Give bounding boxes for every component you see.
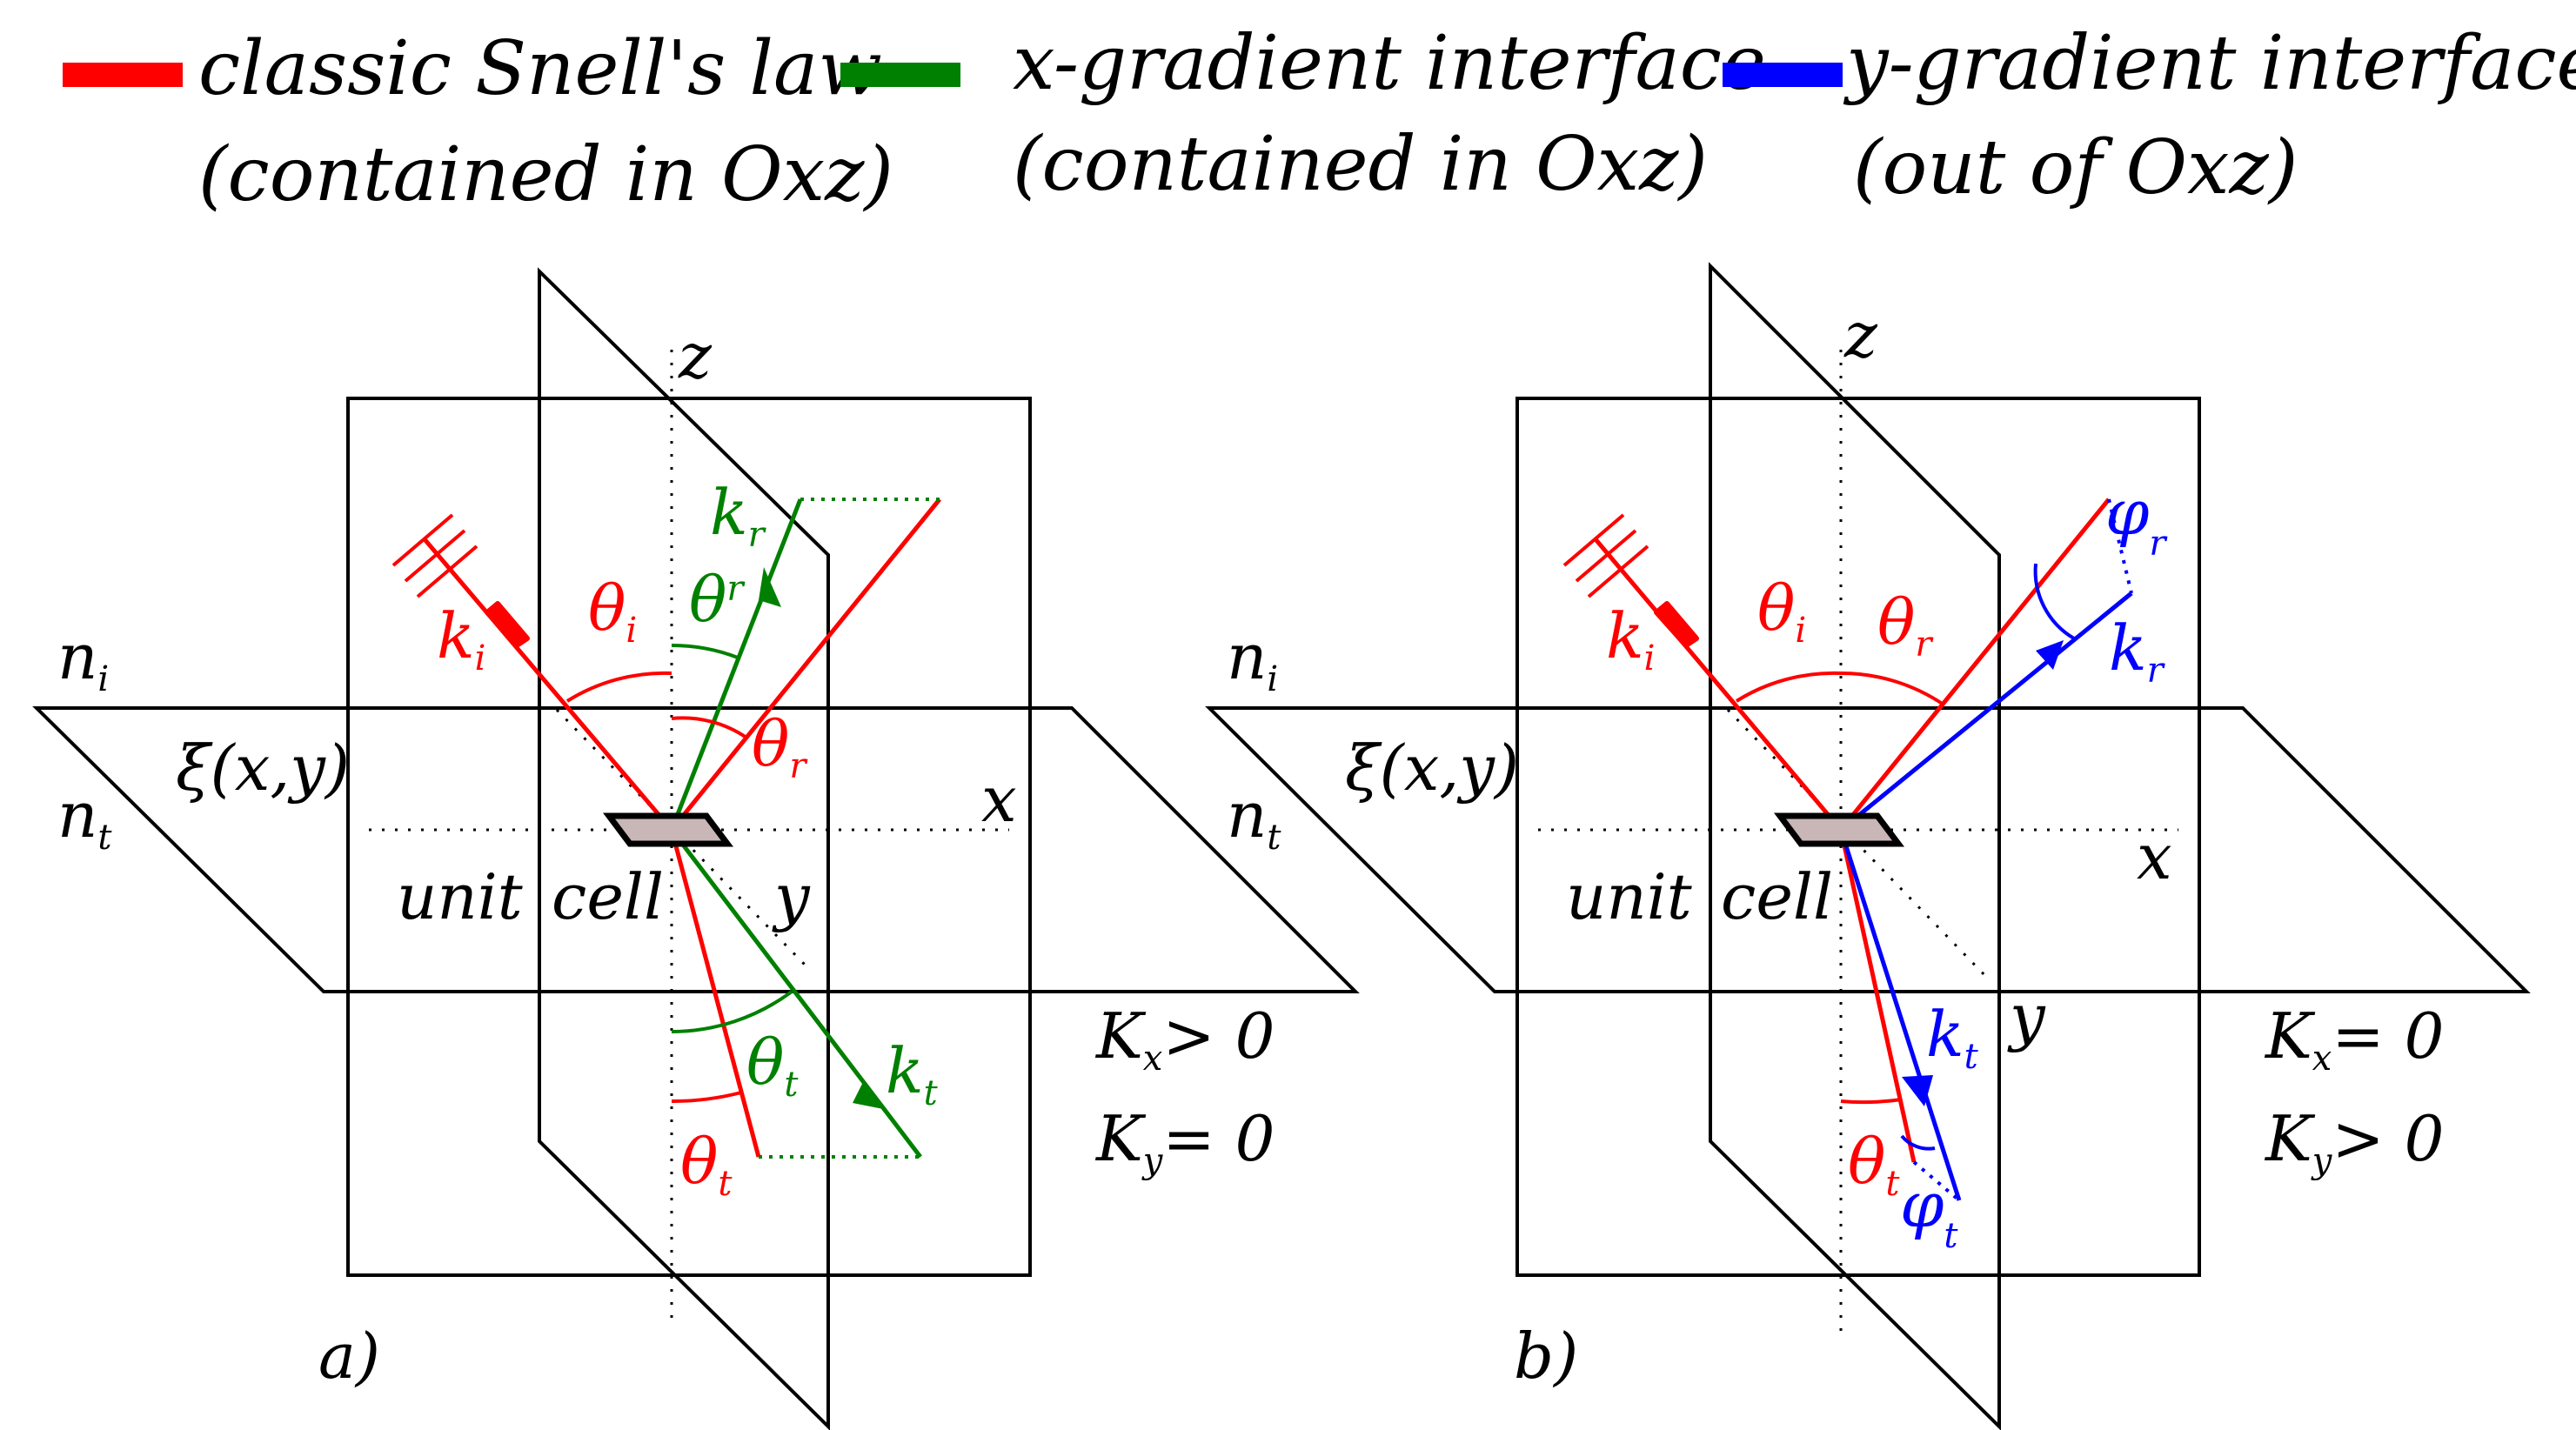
theta-t-red-label: θt	[680, 1125, 733, 1204]
theta-i-arc	[1735, 671, 1945, 706]
ky-condition: Ky= 0	[1094, 1102, 1275, 1181]
axis-x-label: x	[981, 763, 1017, 836]
unit-label: unit	[1566, 860, 1693, 933]
n-i-label: ni	[1227, 620, 1278, 699]
theta-t-arc	[1840, 1098, 1903, 1105]
interface-plane	[1205, 706, 2531, 993]
reflected-arrow-y-gradient	[2036, 640, 2064, 670]
surface-label: ξ(x,y)	[176, 732, 350, 805]
legend-swatch-red	[63, 63, 183, 87]
k-t-label: kt	[1926, 998, 1979, 1077]
legend-item-classic: classic Snell's law (contained in Oxz)	[63, 25, 893, 218]
theta-i-arc	[565, 671, 672, 703]
kx-condition: Kx> 0	[1094, 999, 1275, 1079]
theta-t-label: θt	[1848, 1125, 1900, 1204]
panel-b: z x y ni nt ξ(x,y) unit cell ki kr kt θi…	[1205, 262, 2531, 1430]
kx-condition: Kx= 0	[2264, 999, 2444, 1079]
wavefront-marks	[391, 513, 478, 598]
n-t-label: nt	[57, 778, 112, 858]
reflected-arrow-x-gradient	[759, 567, 781, 607]
theta-t-red-arc	[671, 1091, 742, 1104]
unit-cell	[603, 812, 733, 847]
k-r-label: kr	[2109, 611, 2166, 691]
transmitted-arrow-x-gradient	[853, 1082, 887, 1110]
phi-r-arc	[2033, 563, 2076, 640]
k-t-label: kt	[886, 1034, 939, 1113]
reflected-ray-classic	[670, 498, 941, 832]
reflected-ray-x-gradient	[669, 498, 803, 831]
theta-t-green-arc	[671, 990, 793, 1033]
theta-i-label: θi	[1757, 571, 1806, 651]
ky-condition: Ky> 0	[2264, 1102, 2444, 1181]
theta-r-red-label: θr	[752, 707, 808, 786]
theta-r-green-label: θr	[689, 563, 746, 636]
transmitted-ray-classic	[1838, 829, 1917, 1163]
legend-sublabel-y-gradient: (out of Oxz)	[1853, 124, 2298, 211]
k-i-label: ki	[437, 599, 485, 678]
interface-plane	[32, 706, 1360, 993]
panel-a-label: a)	[318, 1320, 380, 1393]
legend-swatch-green	[840, 63, 960, 87]
legend-item-y-gradient: y-gradient interface (out of Oxz)	[1723, 20, 2576, 211]
vertical-plane-oxz	[1515, 397, 2201, 1277]
incidence-plane	[1709, 262, 2001, 1430]
theta-t-green-label: θt	[746, 1026, 799, 1105]
legend-label-classic: classic Snell's law	[198, 25, 882, 112]
phi-r-label: φr	[2105, 476, 2168, 564]
vertical-plane-oxz	[346, 397, 1032, 1277]
legend-label-y-gradient: y-gradient interface	[1843, 20, 2576, 107]
incident-arrow	[485, 601, 530, 648]
incident-ray	[423, 538, 673, 832]
wavefront-marks	[1562, 513, 1649, 598]
axis-z-label: z	[678, 319, 713, 392]
legend-swatch-blue	[1723, 63, 1843, 87]
cell-label: cell	[1721, 860, 1833, 933]
legend: classic Snell's law (contained in Oxz) x…	[63, 20, 2576, 218]
k-r-label: kr	[710, 476, 767, 555]
transmitted-ray-y-gradient	[1838, 829, 1962, 1201]
theta-r-red-arc	[671, 716, 748, 739]
axis-x-label: x	[2137, 820, 2172, 893]
n-i-label: ni	[57, 620, 109, 699]
surface-label: ξ(x,y)	[1345, 732, 1519, 805]
legend-label-x-gradient: x-gradient interface	[1013, 20, 1766, 107]
theta-i-label: θi	[588, 571, 637, 651]
unit-cell	[1774, 812, 1904, 847]
legend-sublabel-classic: (contained in Oxz)	[198, 131, 893, 218]
transmitted-ray-classic	[669, 829, 761, 1158]
incident-ray	[1594, 538, 1843, 832]
panel-a: z x y ni nt ξ(x,y) unit cell ki kr kt θi…	[32, 267, 1360, 1430]
phi-t-arc	[1900, 1134, 1936, 1151]
legend-sublabel-x-gradient: (contained in Oxz)	[1013, 121, 1708, 208]
cell-label: cell	[552, 860, 664, 933]
theta-r-green-arc	[671, 643, 739, 659]
transmitted-arrow-y-gradient	[1902, 1075, 1933, 1106]
axis-y-label: y	[2007, 980, 2046, 1053]
incident-arrow	[1654, 601, 1699, 648]
reflected-ray-classic	[1839, 498, 2111, 832]
axis-z-label: z	[1843, 298, 1878, 371]
unit-label: unit	[397, 860, 524, 933]
theta-r-label: θr	[1877, 585, 1934, 665]
k-i-label: ki	[1606, 599, 1655, 678]
incidence-plane	[538, 267, 830, 1430]
n-t-label: nt	[1227, 778, 1281, 858]
legend-item-x-gradient: x-gradient interface (contained in Oxz)	[840, 20, 1766, 208]
axis-y-label: y	[772, 860, 811, 933]
panel-b-label: b)	[1514, 1320, 1578, 1393]
phi-t-label: φt	[1900, 1168, 1958, 1256]
reflected-ray-y-gradient	[1839, 591, 2133, 832]
